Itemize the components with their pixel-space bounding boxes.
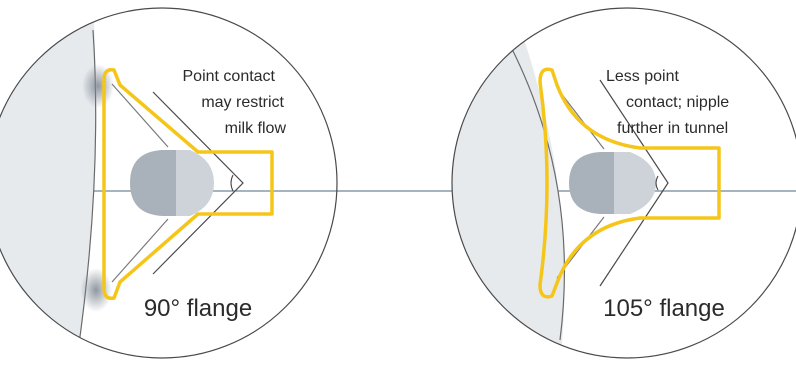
angle-vertex-lines (599, 79, 669, 287)
annotation-line-2: may restrict (201, 94, 284, 111)
nipple-tip (176, 150, 214, 216)
flange-outline (102, 67, 274, 301)
diagram-circle-right (451, 7, 796, 359)
diagram-105-flange: Less point contact; nipple further in tu… (451, 7, 796, 359)
annotation-line-3: milk flow (225, 120, 287, 137)
diagram-circle-left (0, 7, 338, 359)
nipple-shape (130, 150, 176, 216)
breast-skin-edge (509, 44, 566, 341)
flange-inner-guide (111, 83, 169, 283)
flange-outline (538, 67, 721, 299)
angle-arc (230, 174, 234, 192)
annotation-line-1: Point contact (183, 68, 276, 85)
annotation-line-1: Less point (606, 68, 679, 85)
diagram-90-flange: Point contact may restrict milk flow 90°… (0, 7, 338, 359)
angle-arc (655, 175, 659, 191)
annotation-line-2: contact; nipple (626, 94, 729, 111)
flange-label: 90° flange (144, 295, 252, 322)
pressure-point-bottom (80, 268, 112, 312)
nipple-shape (569, 152, 614, 214)
angle-vertex-lines (152, 91, 244, 275)
flange-label: 105° flange (603, 295, 725, 322)
annotation-line-3: further in tunnel (617, 120, 728, 137)
nipple-tip (614, 152, 656, 214)
breast-skin-area (0, 8, 96, 358)
